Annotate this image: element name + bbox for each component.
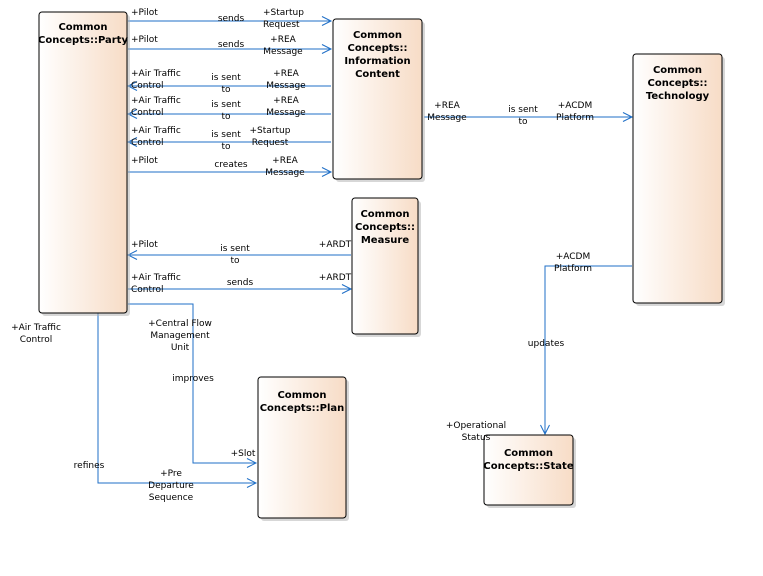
arrow-head [341, 284, 353, 294]
arrow-head [246, 458, 258, 468]
connector-1[interactable] [128, 16, 333, 26]
association-verb-label: improves [172, 374, 214, 384]
source-role-label: +Pilot [131, 156, 158, 166]
connector-2[interactable] [128, 44, 333, 54]
connector-12[interactable] [540, 265, 633, 436]
connector-line [97, 313, 256, 484]
source-role-label: +Pilot [131, 35, 158, 45]
association-verb-label: sends [218, 40, 245, 50]
source-role-label: +Pilot [131, 8, 158, 18]
association-verb-label: creates [214, 160, 248, 170]
target-role-label: +ARDT [319, 240, 352, 250]
box-title-line: Content [355, 69, 400, 80]
box-title-line: Information [344, 56, 410, 67]
box-body [38, 11, 128, 314]
box-title-line: Concepts:: [648, 78, 708, 89]
box-title-line: Technology [646, 91, 710, 102]
connector-line [544, 265, 632, 434]
connector-9[interactable] [128, 284, 353, 294]
target-role-label: +Slot [231, 449, 256, 459]
association-verb-label: refines [74, 461, 105, 471]
association-verb-label: sends [227, 278, 254, 288]
box-title-line: Common [277, 390, 326, 401]
box-title-line: Concepts:: [355, 222, 415, 233]
source-role-label: +Pilot [131, 240, 158, 250]
box-body [483, 434, 574, 506]
box-title-line: Concepts::State [483, 461, 573, 472]
box-title-line: Common [504, 448, 553, 459]
connector-6[interactable] [128, 167, 333, 177]
arrow-head [321, 167, 333, 177]
box-body [332, 18, 423, 180]
arrow-head [540, 424, 550, 436]
box-body [632, 53, 723, 304]
box-title-line: Common [360, 209, 409, 220]
arrow-head [622, 112, 634, 122]
box-title-line: Common [353, 30, 402, 41]
association-verb-label: updates [528, 339, 565, 349]
box-title-line: Concepts:: [348, 43, 408, 54]
connector-10[interactable] [128, 303, 258, 468]
box-title-line: Common [653, 65, 702, 76]
connector-11[interactable] [97, 313, 258, 488]
box-title-line: Concepts::Plan [260, 403, 345, 414]
box-title-line: Measure [361, 235, 409, 246]
connectors [97, 16, 634, 488]
connector-7[interactable] [424, 112, 634, 122]
target-role-label: +ARDT [319, 273, 352, 283]
box-body [351, 197, 419, 335]
box-body [257, 376, 347, 519]
connector-line [128, 303, 256, 464]
box-title-line: Common [58, 22, 107, 33]
arrow-head [321, 16, 333, 26]
arrow-head [246, 478, 258, 488]
arrow-head [321, 44, 333, 54]
box-title-line: Concepts::Party [38, 35, 128, 46]
association-verb-label: sends [218, 14, 245, 24]
